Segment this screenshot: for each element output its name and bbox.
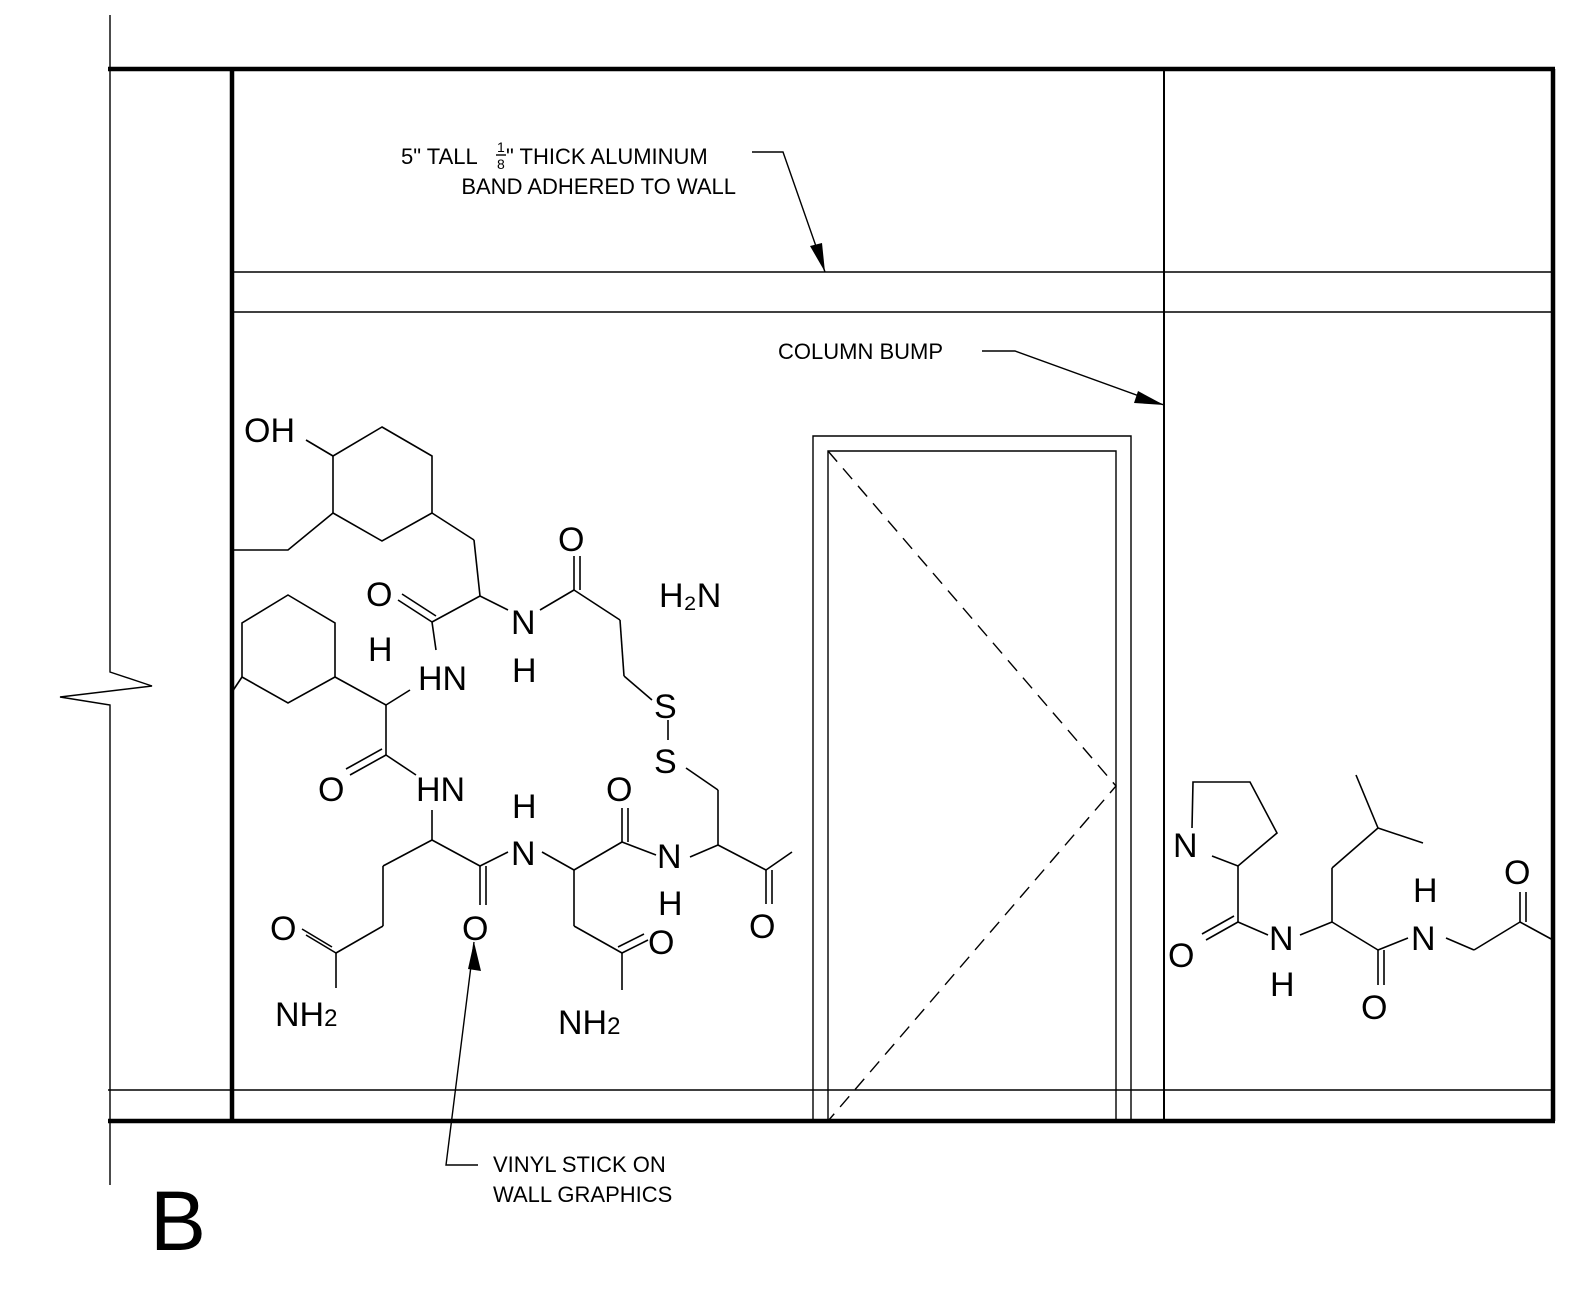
band-leader [752, 151, 826, 273]
section-marker: B [150, 1174, 206, 1268]
wall-outline [108, 66, 1556, 1124]
svg-text:N: N [1269, 920, 1294, 958]
svg-text:O: O [1168, 937, 1194, 975]
molecule-graphic-left: OH O H₂N O N H H HN S S O HN H O N N H O… [231, 412, 793, 1042]
svg-text:5" TALL: 5" TALL [401, 144, 478, 169]
svg-text:S: S [654, 688, 677, 726]
svg-text:H: H [512, 788, 537, 826]
svg-text:O: O [366, 576, 392, 614]
svg-text:N: N [1173, 827, 1198, 865]
column-bump-leader [982, 350, 1165, 406]
aluminum-band [232, 271, 1553, 313]
molecule-graphic-right: N O N H O H N O [1168, 774, 1554, 1027]
svg-text:H: H [658, 885, 683, 923]
svg-text:" THICK ALUMINUM: " THICK ALUMINUM [506, 144, 708, 169]
svg-text:O: O [1504, 854, 1530, 892]
svg-text:O: O [1361, 989, 1387, 1027]
door-swing-indicator [827, 450, 1117, 1122]
vinyl-note: VINYL STICK ON WALL GRAPHICS [493, 1152, 672, 1207]
svg-text:H₂N: H₂N [659, 577, 721, 615]
svg-text:O: O [648, 924, 674, 962]
svg-text:NH2: NH2 [558, 1004, 620, 1042]
svg-text:O: O [749, 908, 775, 946]
svg-text:H: H [1413, 872, 1438, 910]
svg-text:WALL GRAPHICS: WALL GRAPHICS [493, 1182, 672, 1207]
svg-text:N: N [1411, 920, 1436, 958]
svg-text:O: O [318, 771, 344, 809]
svg-text:BAND ADHERED TO WALL: BAND ADHERED TO WALL [461, 174, 736, 199]
svg-text:NH2: NH2 [275, 996, 337, 1034]
svg-text:H: H [1270, 966, 1295, 1004]
svg-text:S: S [654, 743, 677, 781]
vinyl-leader [445, 941, 481, 1166]
svg-text:O: O [462, 910, 488, 948]
svg-text:H: H [512, 652, 537, 690]
column-bump-note: COLUMN BUMP [778, 339, 943, 364]
break-line [59, 15, 153, 1185]
svg-text:H: H [368, 631, 393, 669]
door [812, 435, 1132, 1122]
svg-text:OH: OH [244, 412, 295, 450]
svg-text:N: N [511, 835, 536, 873]
svg-text:O: O [606, 771, 632, 809]
svg-text:8: 8 [497, 156, 505, 172]
svg-text:1: 1 [497, 139, 505, 155]
svg-text:N: N [657, 838, 682, 876]
svg-text:O: O [558, 521, 584, 559]
svg-text:HN: HN [416, 771, 465, 809]
svg-text:N: N [511, 604, 536, 642]
svg-text:HN: HN [418, 660, 467, 698]
band-note: 5" TALL 1 8 " THICK ALUMINUM BAND ADHERE… [401, 139, 736, 199]
svg-text:VINYL STICK ON: VINYL STICK ON [493, 1152, 666, 1177]
svg-text:O: O [270, 910, 296, 948]
